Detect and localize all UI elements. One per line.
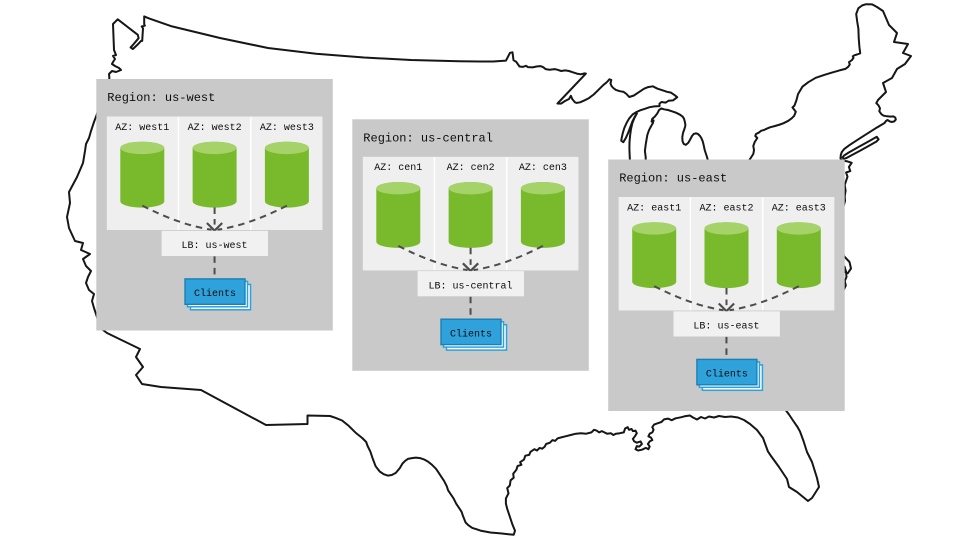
svg-text:AZ: west3: AZ: west3 — [260, 123, 314, 134]
svg-text:AZ: west2: AZ: west2 — [188, 123, 242, 134]
svg-text:Region: us-east: Region: us-east — [619, 172, 727, 186]
svg-text:AZ: cen2: AZ: cen2 — [447, 163, 495, 174]
svg-text:LB: us-west: LB: us-west — [182, 241, 248, 252]
svg-text:AZ: east3: AZ: east3 — [772, 203, 826, 214]
svg-text:AZ: cen3: AZ: cen3 — [519, 163, 567, 174]
svg-text:AZ: east1: AZ: east1 — [627, 203, 681, 214]
svg-text:Clients: Clients — [194, 288, 236, 300]
svg-text:Clients: Clients — [450, 329, 492, 341]
svg-text:AZ: west1: AZ: west1 — [115, 123, 169, 134]
svg-text:Region: us-central: Region: us-central — [363, 131, 493, 145]
svg-text:AZ: cen1: AZ: cen1 — [374, 163, 422, 174]
svg-text:LB: us-central: LB: us-central — [429, 281, 513, 293]
svg-text:AZ: east2: AZ: east2 — [699, 203, 753, 214]
svg-text:Region: us-west: Region: us-west — [107, 91, 215, 105]
svg-text:LB: us-east: LB: us-east — [693, 322, 759, 333]
svg-text:Clients: Clients — [706, 369, 748, 381]
